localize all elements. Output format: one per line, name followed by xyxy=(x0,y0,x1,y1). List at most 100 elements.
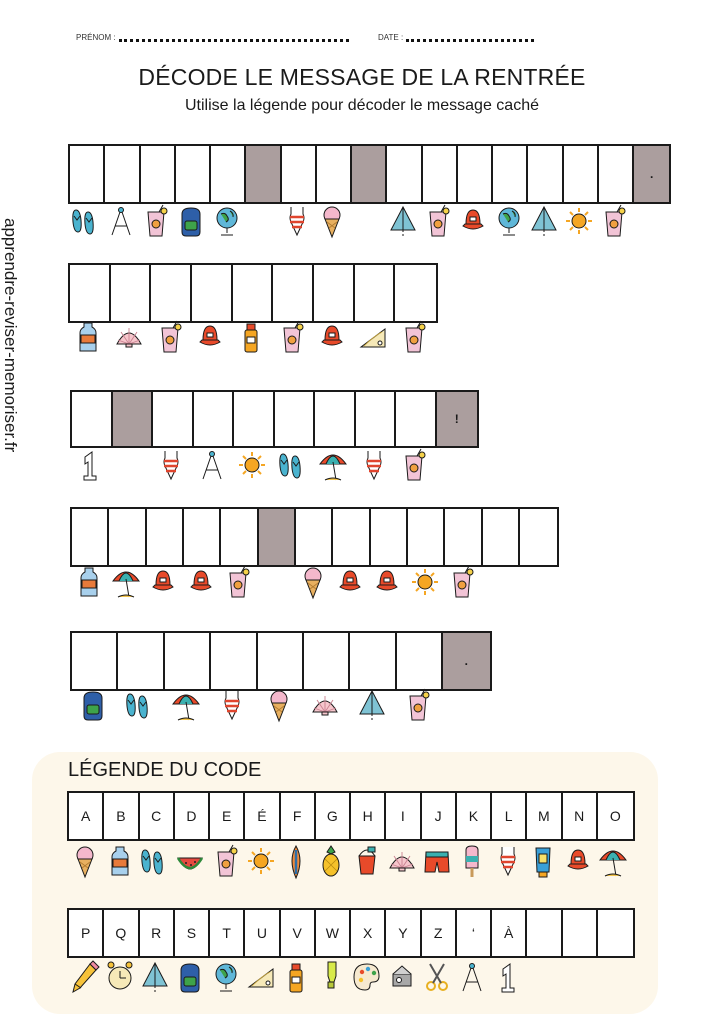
answer-cell[interactable] xyxy=(72,392,113,446)
clock-icon xyxy=(105,960,135,996)
legend-icons-row-1 xyxy=(67,842,631,886)
answer-cell[interactable] xyxy=(482,509,520,565)
answer-cell[interactable] xyxy=(257,633,304,689)
answer-cell[interactable] xyxy=(110,265,152,321)
hat-icon xyxy=(458,204,488,240)
answer-cell[interactable] xyxy=(370,509,408,565)
answer-cell[interactable] xyxy=(519,509,558,565)
answer-cell[interactable] xyxy=(72,509,110,565)
blocked-cell xyxy=(258,509,296,565)
answer-cell[interactable] xyxy=(118,633,165,689)
answer-cell[interactable] xyxy=(445,509,483,565)
legend-letter: ‘ xyxy=(456,910,492,956)
answer-cell[interactable] xyxy=(153,392,194,446)
answer-cell[interactable] xyxy=(109,509,147,565)
answer-cell[interactable] xyxy=(164,633,212,689)
legend-letter: C xyxy=(139,793,175,839)
answer-cell[interactable] xyxy=(493,146,529,202)
clue-icons-row-1 xyxy=(68,202,667,246)
answer-cell[interactable] xyxy=(72,633,119,689)
answer-cell[interactable] xyxy=(105,146,141,202)
answer-cell[interactable] xyxy=(151,265,192,321)
clue-icons-row-3 xyxy=(70,446,475,490)
backpack-icon xyxy=(176,204,206,240)
answer-cell[interactable] xyxy=(563,146,599,202)
one-icon xyxy=(75,448,105,484)
answer-cell[interactable] xyxy=(281,146,317,202)
bottle-icon xyxy=(73,320,103,356)
legend-letter: I xyxy=(386,793,422,839)
answer-cell[interactable] xyxy=(146,509,184,565)
clue-icons-row-5 xyxy=(70,686,488,730)
tent-icon xyxy=(388,204,418,240)
answer-cell[interactable] xyxy=(396,633,444,689)
protractor-icon xyxy=(246,960,276,996)
swimsuit-icon xyxy=(282,204,312,240)
prenom-dotted-line[interactable] xyxy=(118,33,349,42)
answer-cell[interactable] xyxy=(350,633,397,689)
answer-cell[interactable] xyxy=(193,392,234,446)
umbrella-icon xyxy=(111,565,141,601)
answer-cell[interactable] xyxy=(70,146,106,202)
page-subtitle: Utilise la légende pour décoder le messa… xyxy=(185,97,539,114)
answer-cell[interactable] xyxy=(140,146,176,202)
hat-icon xyxy=(563,844,593,880)
legend-empty-cell xyxy=(527,910,563,956)
answer-cell[interactable] xyxy=(232,265,274,321)
tent-icon xyxy=(529,204,559,240)
answer-cell[interactable] xyxy=(355,392,396,446)
answer-cell[interactable] xyxy=(422,146,458,202)
answer-cell[interactable] xyxy=(387,146,423,202)
answer-cell[interactable] xyxy=(234,392,275,446)
drink-icon xyxy=(399,448,429,484)
legend-letter: H xyxy=(351,793,387,839)
drink-icon xyxy=(223,565,253,601)
legend-letter: O xyxy=(597,793,633,839)
answer-cell[interactable] xyxy=(295,509,334,565)
answer-cell[interactable] xyxy=(221,509,259,565)
answer-cell[interactable] xyxy=(396,392,437,446)
answer-cell[interactable] xyxy=(313,265,355,321)
drink-icon xyxy=(447,565,477,601)
backpack-icon xyxy=(78,688,108,724)
answer-cell[interactable] xyxy=(333,509,371,565)
clue-icons-row-2 xyxy=(68,318,434,362)
date-label: DATE : xyxy=(378,33,404,42)
umbrella-icon xyxy=(171,688,201,724)
one-icon xyxy=(493,960,523,996)
legend-letter: Z xyxy=(421,910,457,956)
answer-cell[interactable] xyxy=(528,146,564,202)
icecream-icon xyxy=(264,688,294,724)
answer-cell[interactable] xyxy=(315,392,356,446)
legend-letter: G xyxy=(315,793,351,839)
compass-icon xyxy=(197,448,227,484)
answer-cell[interactable] xyxy=(274,392,315,446)
answer-cell[interactable] xyxy=(211,146,247,202)
drink-icon xyxy=(599,204,629,240)
legend-letter: À xyxy=(492,910,528,956)
answer-cell[interactable] xyxy=(316,146,352,202)
answer-cell[interactable] xyxy=(457,146,493,202)
scissors-icon xyxy=(422,960,452,996)
answer-cell[interactable] xyxy=(273,265,314,321)
shorts-icon xyxy=(422,844,452,880)
answer-cell[interactable] xyxy=(395,265,436,321)
drink-icon xyxy=(403,688,433,724)
answer-row-2 xyxy=(68,263,438,323)
answer-cell[interactable] xyxy=(183,509,222,565)
flipflops-icon xyxy=(71,204,101,240)
legend-empty-cell xyxy=(597,910,633,956)
flipflops-icon xyxy=(278,448,308,484)
answer-cell[interactable] xyxy=(407,509,446,565)
legend-letter: B xyxy=(104,793,140,839)
answer-cell[interactable] xyxy=(354,265,396,321)
answer-cell[interactable] xyxy=(175,146,211,202)
answer-cell[interactable] xyxy=(303,633,351,689)
answer-cell[interactable] xyxy=(598,146,634,202)
answer-cell[interactable] xyxy=(191,265,233,321)
globe-icon xyxy=(212,204,242,240)
date-dotted-line[interactable] xyxy=(406,33,535,42)
answer-cell[interactable] xyxy=(211,633,258,689)
answer-cell[interactable] xyxy=(70,265,111,321)
compass-icon xyxy=(457,960,487,996)
